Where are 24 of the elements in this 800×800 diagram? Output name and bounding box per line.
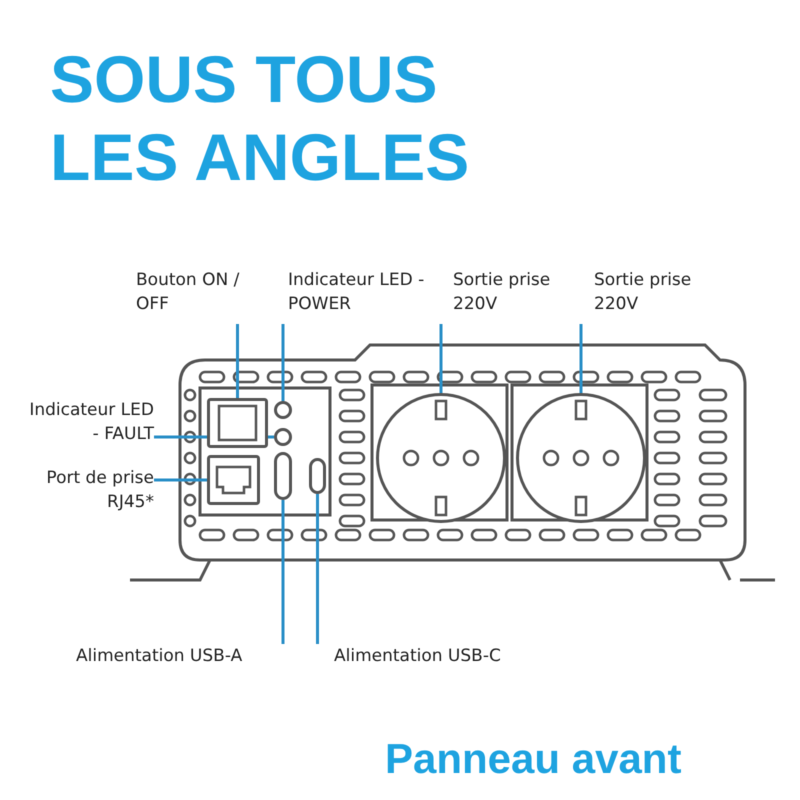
- led-indicator: [274, 401, 292, 419]
- caption: Panneau avant: [385, 735, 682, 783]
- leader-line: [154, 478, 207, 482]
- callout-label: Port de prise RJ45*: [10, 466, 154, 516]
- callout-label: Sortie prise 220V: [436, 268, 556, 324]
- leader-line: [282, 324, 284, 401]
- title-heading: SOUS TOUS LES ANGLES: [50, 41, 470, 196]
- callout-label: Indicateur LED - FAULT: [20, 398, 154, 446]
- callout-label: Alimentation USB-A: [70, 644, 290, 668]
- rocker-switch: [207, 398, 268, 448]
- usb-a-port: [274, 452, 292, 500]
- leader-line: [316, 494, 319, 644]
- power-socket: [516, 393, 646, 523]
- callout-label: Alimentation USB-C: [310, 644, 542, 668]
- callout-label: Bouton ON / OFF: [136, 268, 248, 324]
- leader-line: [282, 500, 284, 644]
- usb-c-port: [309, 458, 326, 494]
- led-indicator: [274, 428, 292, 446]
- leader-line: [236, 324, 239, 398]
- rj45-port: [207, 455, 260, 505]
- callout-label: Sortie prise 220V: [575, 268, 695, 324]
- leader-line: [440, 324, 442, 393]
- callout-label: Indicateur LED - POWER: [277, 268, 427, 324]
- power-socket: [376, 393, 506, 523]
